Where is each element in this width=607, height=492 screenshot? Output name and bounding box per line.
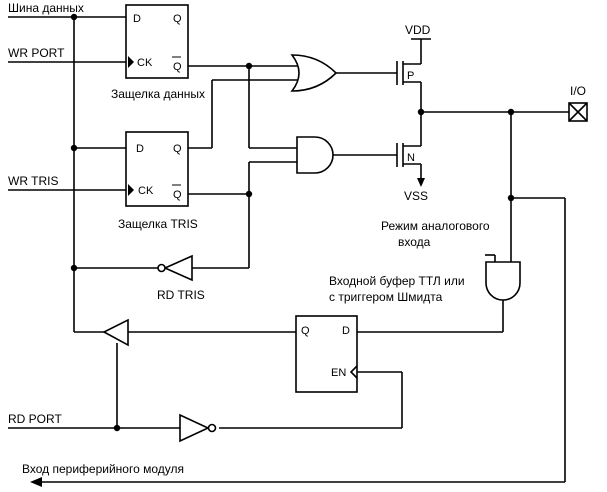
tris-latch-qbar-pin: Q: [173, 189, 182, 201]
or-gate: [290, 54, 338, 92]
tris-latch-ck-pin: CK: [138, 185, 154, 197]
rd-port-inverter: [179, 413, 217, 443]
input-latch-q-pin: Q: [301, 325, 310, 337]
tris-latch-q-pin: Q: [173, 143, 182, 155]
data-latch-ck-pin: CK: [137, 57, 153, 69]
n-transistor-label: N: [407, 152, 415, 164]
data-latch-q-pin: Q: [173, 13, 182, 25]
wr-port-label: WR PORT: [8, 46, 65, 60]
analog-mode-label-line2: входа: [398, 235, 431, 249]
read-buffer: [102, 318, 129, 347]
and-gate: [296, 136, 334, 174]
input-latch: Q D EN: [295, 315, 358, 393]
n-transistor: N: [396, 143, 415, 167]
input-latch-en-pin: EN: [331, 367, 346, 379]
peripheral-input-label: Вход периферийного модуля: [22, 462, 184, 476]
rd-tris-buffer: [157, 254, 193, 282]
io-pin-symbol: [568, 102, 588, 122]
tris-latch-label: Защелка TRIS: [118, 217, 198, 231]
data-latch-label: Защелка данных: [111, 87, 205, 101]
p-transistor-label: P: [407, 70, 414, 82]
ttl-buffer-label-line2: с триггером Шмидта: [329, 290, 443, 304]
data-bus-label: Шина данных: [8, 1, 84, 15]
junction-dots: [70, 13, 515, 432]
vdd-label: VDD: [405, 23, 431, 37]
data-latch-d-pin: D: [133, 13, 141, 25]
wires: [8, 16, 569, 487]
ttl-buffer-label-line1: Входной буфер ТТЛ или: [329, 274, 465, 288]
vss-label: VSS: [404, 189, 428, 203]
p-transistor: P: [396, 61, 414, 85]
data-latch: D Q CK Q: [125, 4, 189, 79]
tris-latch: D Q CK Q: [125, 131, 189, 207]
rd-tris-label: RD TRIS: [157, 288, 205, 302]
input-latch-d-pin: D: [342, 325, 350, 337]
rd-port-label: RD PORT: [8, 412, 62, 426]
tris-latch-d-pin: D: [136, 143, 144, 155]
wr-tris-label: WR TRIS: [8, 174, 58, 188]
io-pin-label: I/O: [570, 84, 586, 98]
ttl-schmitt-buffer: [485, 261, 521, 301]
data-latch-qbar-pin: Q: [173, 61, 182, 73]
analog-mode-label-line1: Режим аналогового: [381, 219, 490, 233]
